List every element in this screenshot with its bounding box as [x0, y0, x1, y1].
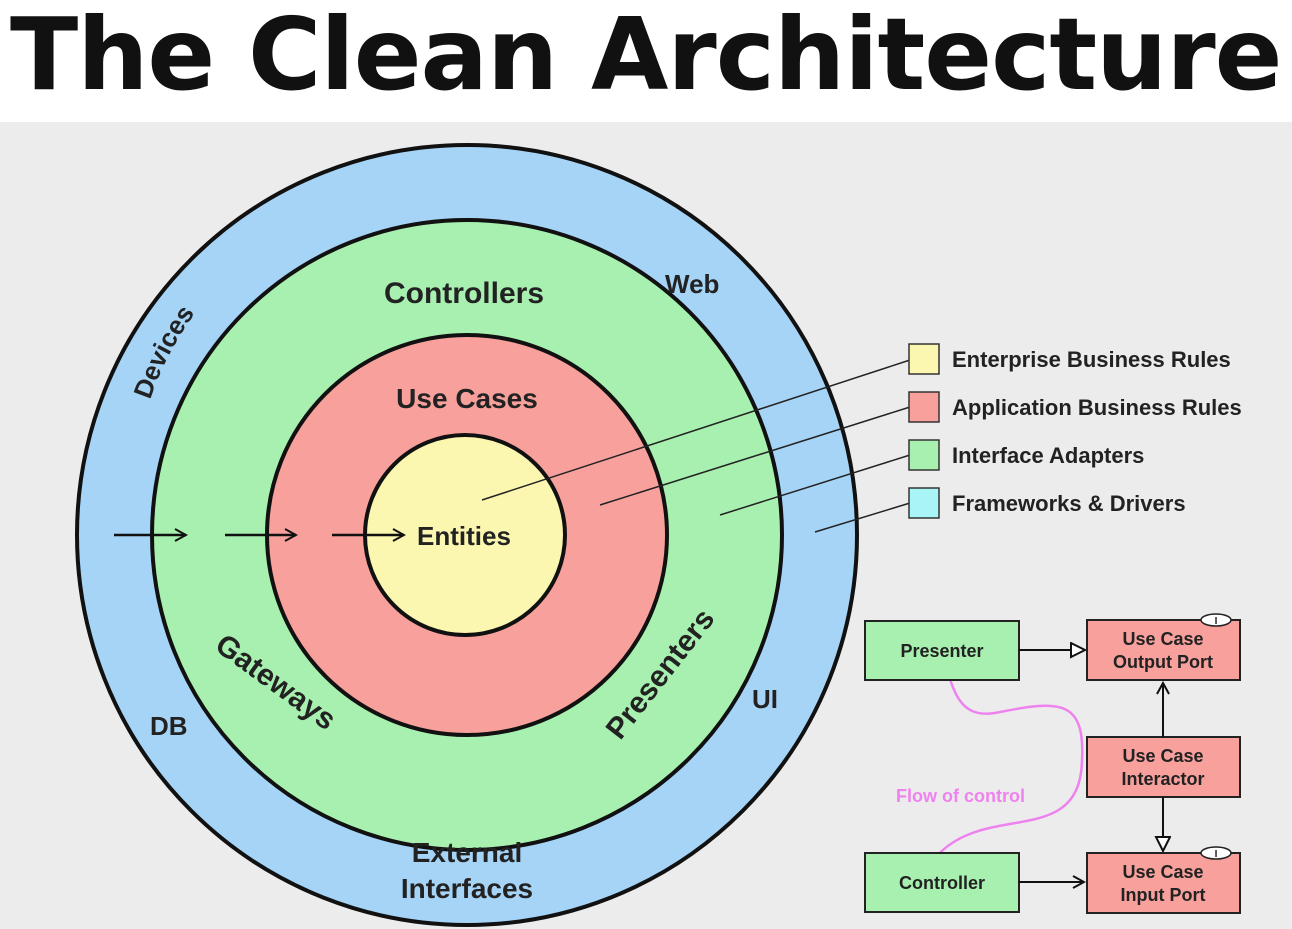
presenter-label: Presenter [900, 641, 983, 661]
legend-line-adapters [719, 454, 911, 516]
external-label: External [412, 837, 523, 868]
svg-text:I: I [1215, 849, 1218, 860]
legend-label-enterprise: Enterprise Business Rules [952, 347, 1231, 372]
legend-swatch-frameworks [908, 487, 940, 519]
page-title: The Clean Architecture [10, 0, 1283, 113]
controllers-label: Controllers [384, 277, 544, 310]
presenter-box [864, 620, 1020, 681]
controller-label: Controller [899, 873, 985, 893]
input-port-label-line2: Input Port [1121, 885, 1206, 905]
interfaces-label: Interfaces [401, 873, 533, 904]
legend: Enterprise Business Rules Application Bu… [908, 343, 1242, 519]
input-port-interface-marker: I [1200, 846, 1232, 860]
legend-line-application [599, 406, 911, 506]
legend-label-frameworks: Frameworks & Drivers [952, 491, 1186, 516]
output-port-label-line2: Output Port [1113, 652, 1213, 672]
input-port-label-line1: Use Case [1122, 862, 1203, 882]
title-bar: The Clean Architecture [0, 0, 1292, 122]
flow-of-control-label: Flow of control [896, 786, 1025, 806]
interactor-label-line1: Use Case [1122, 746, 1203, 766]
web-label: Web [665, 269, 719, 299]
flow-of-control-path [934, 658, 1084, 859]
legend-label-application: Application Business Rules [952, 395, 1242, 420]
db-label: DB [150, 711, 188, 741]
legend-swatch-adapters [908, 439, 940, 471]
interactor-label-line2: Interactor [1121, 769, 1204, 789]
legend-label-adapters: Interface Adapters [952, 443, 1144, 468]
use-cases-label: Use Cases [396, 383, 538, 414]
input-port-box [1086, 852, 1241, 914]
interactor-box [1086, 736, 1241, 798]
ui-label: UI [752, 684, 778, 714]
legend-line-enterprise [481, 359, 911, 501]
svg-text:I: I [1215, 616, 1218, 627]
legend-swatch-application [908, 391, 940, 423]
controller-box [864, 852, 1020, 913]
flow-of-control-diagram: Flow of control Presenter Use Case Outpu… [864, 613, 1241, 914]
entities-label: Entities [417, 521, 511, 551]
legend-line-frameworks [814, 502, 911, 533]
legend-swatch-enterprise [908, 343, 940, 375]
output-port-interface-marker: I [1200, 613, 1232, 627]
output-port-label-line1: Use Case [1122, 629, 1203, 649]
